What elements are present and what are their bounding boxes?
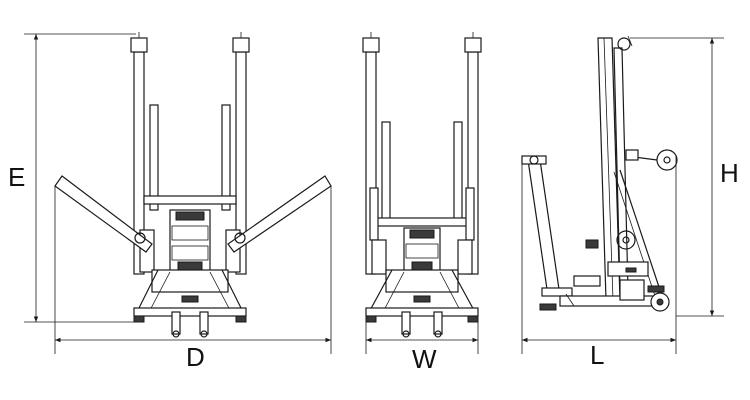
dimension-label-d: D (186, 342, 205, 372)
dimension-label-e: E (8, 162, 25, 192)
front-view (54, 32, 332, 338)
side-view (521, 35, 678, 312)
dimension-label-h: H (720, 158, 739, 188)
dimension-label-w: W (412, 344, 437, 374)
rear-view (362, 32, 482, 338)
dimension-lines (24, 33, 724, 354)
dimension-label-l: L (590, 340, 604, 370)
